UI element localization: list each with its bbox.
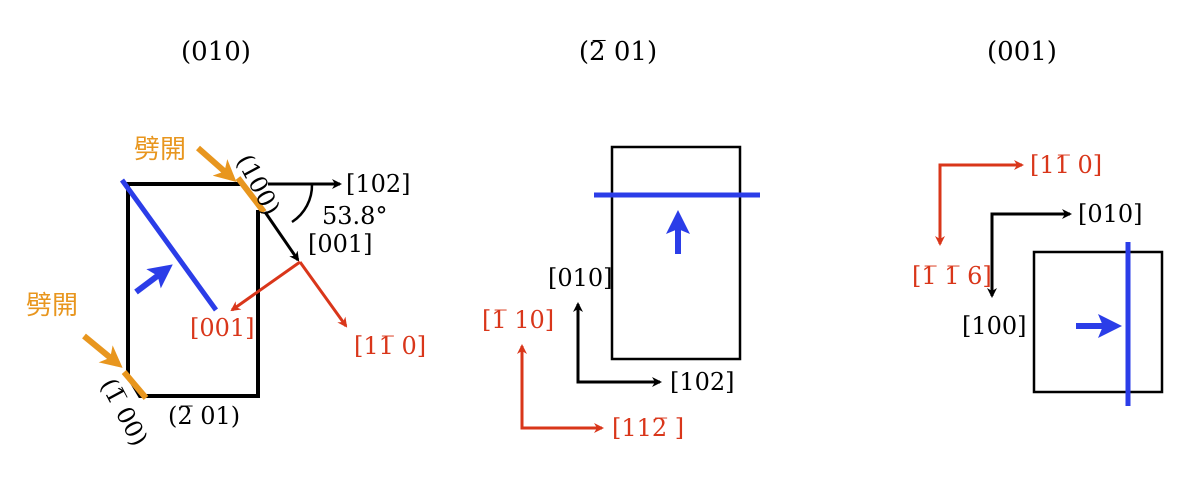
plane-label-201: (2̅ 01) [168, 402, 240, 430]
label-010-2: [010] [548, 264, 613, 292]
axis-corner-red-2 [520, 350, 600, 430]
label-m110-red: [1̅ 10] [482, 306, 554, 334]
label-1m10-red-3: [11̅ 0] [1030, 151, 1102, 179]
panel-m201: (2̅ 01) [010] [102] [1̅ 10] [112̅ ] [482, 37, 760, 442]
arrow-1m10-red [298, 261, 348, 328]
label-001: [001] [308, 230, 373, 258]
cleavage-label-bottom: 劈開 [26, 291, 78, 321]
label-m1m16-red: [1̅ 1̅ 6] [912, 262, 992, 290]
axis-corner-black-2 [576, 306, 658, 384]
panel-001: (001) [11̅ 0] [1̅ 1̅ 6] [010] [100] [912, 37, 1164, 406]
label-1m10-red: [11̅ 0] [354, 332, 426, 360]
panel2-title: (2̅ 01) [579, 37, 657, 67]
cleavage-arrow-top [196, 145, 237, 182]
label-11m2-red: [112̅ ] [612, 414, 684, 442]
panel-010: (010) 劈開 劈開 (100) (1̅ 00) (2̅ 01) [102] … [26, 37, 426, 451]
arrow-001 [263, 211, 300, 262]
blue-plane-line [119, 178, 219, 312]
plane-label-100-bottom: (1̅ 00) [95, 374, 154, 451]
angle-label: 53.8° [322, 202, 387, 230]
label-102: [102] [346, 170, 411, 198]
label-102-2: [102] [670, 368, 735, 396]
crystal-outline-001 [1032, 250, 1164, 394]
cleavage-label-top: 劈開 [134, 135, 186, 165]
cleavage-arrow-bottom [82, 333, 123, 368]
panel3-title: (001) [987, 37, 1057, 67]
blue-arrow [134, 264, 173, 295]
label-010-3: [010] [1078, 200, 1143, 228]
axis-corner-red-3 [938, 163, 1018, 238]
label-100-3: [100] [962, 312, 1027, 340]
crystal-outline-m201 [610, 145, 742, 361]
cleavage-face-top [235, 176, 267, 214]
label-001-red: [001] [190, 314, 255, 342]
cleavage-face-bottom [121, 370, 149, 400]
axis-corner-black-3 [990, 212, 1066, 292]
arrow-001-red [230, 260, 301, 312]
panel1-title: (010) [181, 37, 251, 67]
angle-arc [291, 183, 314, 224]
